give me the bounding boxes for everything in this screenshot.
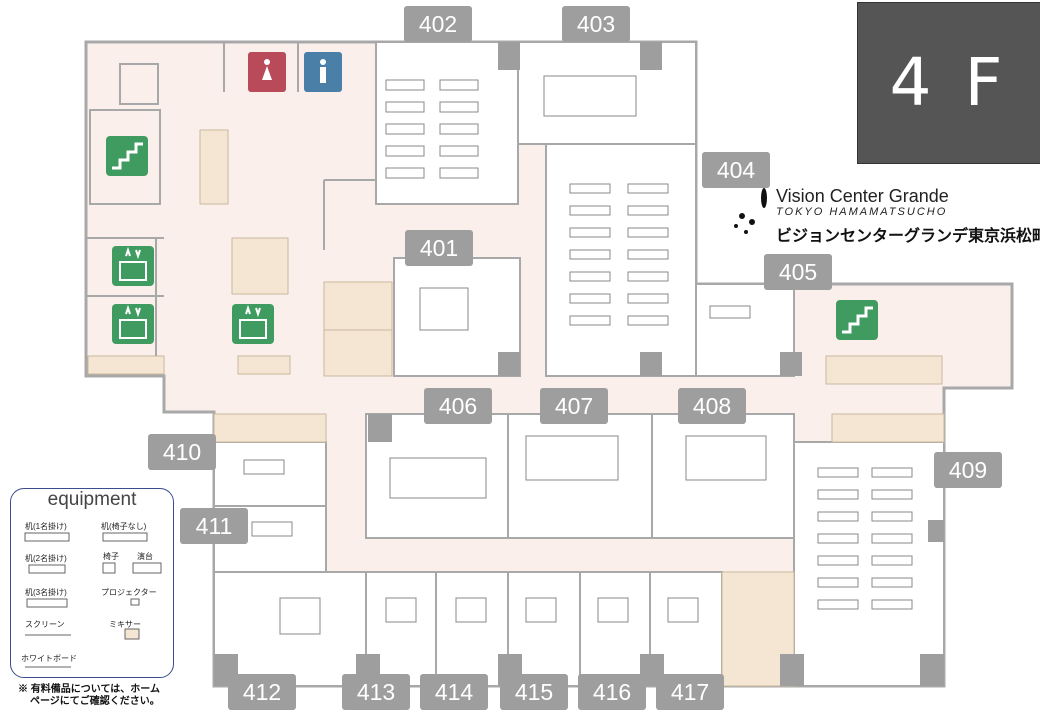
storage: [213, 413, 327, 443]
legend-desk3: 机(3名掛け): [25, 588, 67, 597]
pillar: [498, 352, 520, 376]
legend-whiteboard: ホワイトボード: [21, 654, 77, 663]
room-label-408[interactable]: 408: [678, 388, 746, 424]
storage: [237, 355, 291, 375]
room-label-415[interactable]: 415: [500, 674, 568, 710]
restroom-male-icon: [304, 52, 342, 92]
room-413: [365, 571, 437, 687]
elevator-icon: [112, 246, 154, 286]
logo-line1: Vision Center Grande: [776, 186, 949, 206]
pillar: [498, 42, 520, 70]
logo-line3: ビジョンセンターグランデ東京浜松町: [776, 228, 1040, 245]
legend-title: equipment: [47, 489, 137, 510]
room-label-410[interactable]: 410: [148, 434, 216, 470]
storage: [825, 355, 943, 385]
storage: [87, 355, 165, 375]
room-label-417[interactable]: 417: [656, 674, 724, 710]
room-label-403[interactable]: 403: [562, 6, 630, 42]
elevator-icon: [112, 304, 154, 344]
note-line2: ページにてご確認ください。: [30, 696, 160, 707]
logo: Vision Center Grande TOKYO HAMAMATSUCHO …: [726, 186, 1040, 246]
room-414: [435, 571, 509, 687]
stairs-icon: [106, 136, 148, 176]
equipment-legend: equipment 机(1名掛け) 机(椅子なし) 机(2名掛け) 椅子 演台 …: [10, 488, 174, 678]
floor-badge: 4 F: [857, 2, 1040, 164]
room-label-411[interactable]: 411: [180, 508, 248, 544]
legend-mixer: ミキサー: [109, 620, 141, 629]
room-405: [695, 283, 795, 377]
legend-projector: プロジェクター: [101, 588, 157, 597]
pillar: [780, 352, 802, 376]
room-label-406[interactable]: 406: [424, 388, 492, 424]
room-label-401[interactable]: 401: [405, 230, 473, 266]
room-label-416[interactable]: 416: [578, 674, 646, 710]
legend-chair: 椅子: [103, 552, 119, 561]
storage: [199, 129, 229, 205]
room-402: [375, 41, 519, 205]
restroom-female-icon: [248, 52, 286, 92]
pillar: [640, 42, 662, 70]
pillar: [928, 520, 944, 542]
logo-line2: TOKYO HAMAMATSUCHO: [776, 206, 948, 218]
room-label-405[interactable]: 405: [764, 254, 832, 290]
room-409: [793, 441, 945, 687]
room-label-412[interactable]: 412: [228, 674, 296, 710]
legend-symbols: [24, 532, 162, 668]
elevator-icon: [232, 304, 274, 344]
storage: [323, 329, 393, 377]
pillar: [780, 654, 804, 686]
legend-desk-nochair: 机(椅子なし): [101, 522, 147, 531]
legend-screen: スクリーン: [25, 620, 65, 629]
pillar: [368, 414, 392, 442]
room-label-404[interactable]: 404: [702, 152, 770, 188]
pillar: [920, 654, 944, 686]
room-label-409[interactable]: 409: [934, 452, 1002, 488]
room-404: [545, 143, 697, 377]
storage: [231, 237, 289, 295]
storage: [831, 413, 945, 443]
pillar: [640, 352, 662, 376]
legend-desk1: 机(1名掛け): [25, 522, 67, 531]
legend-podium: 演台: [137, 552, 153, 561]
legend-desk2: 机(2名掛け): [25, 554, 67, 563]
note-line1: ※ 有料備品については、ホーム: [18, 684, 160, 695]
logo-mark-icon: [734, 188, 767, 234]
room-label-414[interactable]: 414: [420, 674, 488, 710]
room-label-402[interactable]: 402: [404, 6, 472, 42]
equipment-note: ※ 有料備品については、ホーム ページにてご確認ください。: [18, 684, 160, 708]
storage: [323, 281, 393, 331]
room-label-407[interactable]: 407: [540, 388, 608, 424]
room-label-413[interactable]: 413: [342, 674, 410, 710]
stairs-icon: [836, 300, 878, 340]
room-416: [579, 571, 651, 687]
